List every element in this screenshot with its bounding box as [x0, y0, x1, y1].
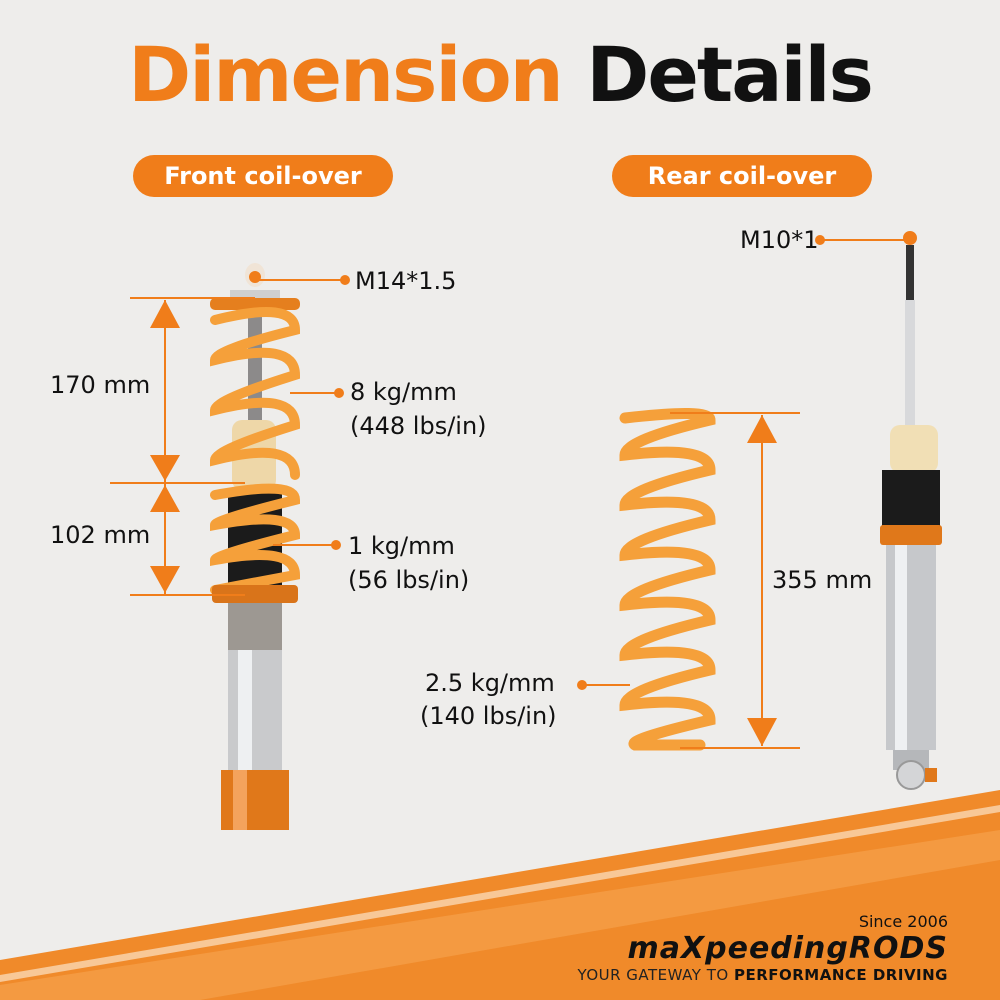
tagline-bold: PERFORMANCE DRIVING [733, 966, 948, 984]
title-part2: Details [586, 30, 874, 119]
front-upper-dimension: 170 mm [50, 371, 151, 399]
rear-shock [880, 245, 942, 790]
rear-coilover-label: Rear coil-over [612, 155, 872, 197]
front-main-spring-imperial: (448 lbs/in) [350, 412, 487, 440]
rear-spring-imperial: (140 lbs/in) [420, 702, 557, 730]
arrow-down-icon [150, 455, 180, 481]
front-coilover [209, 263, 301, 830]
arrow-down-icon [150, 566, 180, 593]
front-helper-spring-rate: 1 kg/mm [348, 532, 455, 560]
tagline-light: YOUR GATEWAY TO [577, 966, 734, 984]
front-lower-dimension: 102 mm [50, 521, 151, 549]
rear-spring-rate: 2.5 kg/mm [425, 669, 555, 697]
logo-brand: maXpeedingRODS [627, 931, 948, 966]
arrow-up-icon [150, 300, 180, 328]
page-title: Dimension Details [0, 30, 1000, 119]
rear-thread-label: M10*1 [740, 226, 819, 254]
arrow-up-icon [747, 415, 777, 443]
front-main-spring-rate: 8 kg/mm [350, 378, 457, 406]
logo-since: Since 2006 [858, 912, 948, 931]
logo-tagline: YOUR GATEWAY TO PERFORMANCE DRIVING [577, 966, 948, 984]
rear-spring-length: 355 mm [772, 566, 873, 594]
brand-logo: Since 2006 maXpeedingRODS YOUR GATEWAY T… [577, 912, 948, 984]
rear-spring [619, 408, 716, 751]
front-coilover-label: Front coil-over [133, 155, 393, 197]
front-helper-spring-imperial: (56 lbs/in) [348, 566, 470, 594]
front-thread-label: M14*1.5 [355, 267, 457, 295]
arrow-up-icon [150, 485, 180, 512]
title-part1: Dimension [128, 30, 564, 119]
arrow-down-icon [747, 718, 777, 746]
